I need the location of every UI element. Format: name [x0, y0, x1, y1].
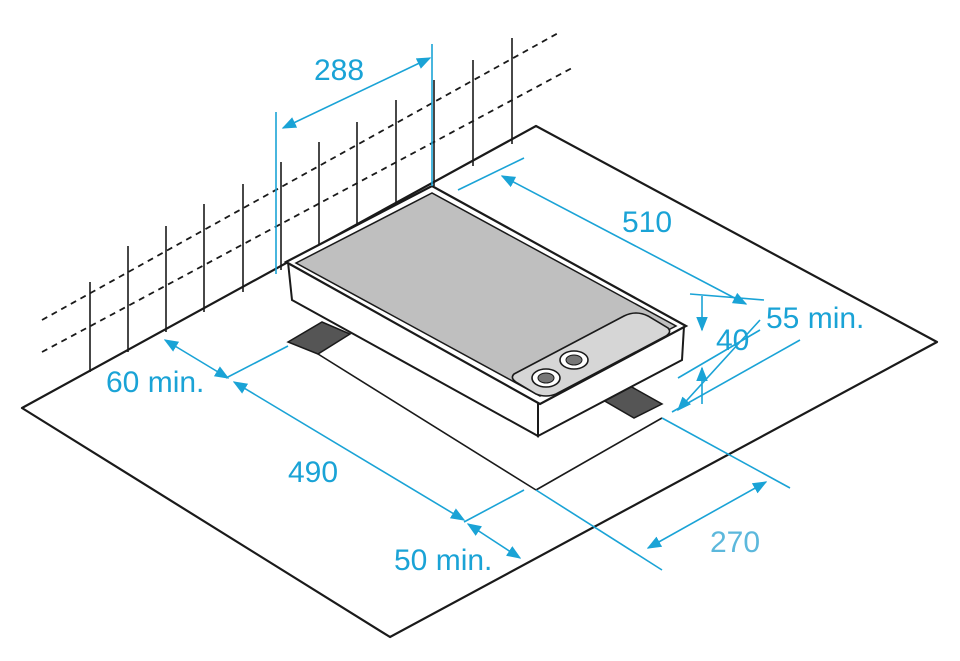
dim-clearance-left: 60 min. [106, 366, 204, 399]
cooktop [283, 184, 689, 438]
dim-depth: 510 [622, 206, 672, 239]
dim-cutout-length: 490 [288, 456, 338, 489]
dim-width-top: 288 [314, 54, 364, 87]
dimension-lines [163, 44, 801, 571]
dim-cutout-width: 270 [710, 526, 760, 559]
dim-thickness: 40 [716, 324, 749, 357]
dim-clearance-front: 50 min. [394, 544, 492, 577]
dim-clearance-right: 55 min. [766, 302, 864, 335]
knob-right [559, 350, 589, 370]
knob-left [531, 368, 561, 388]
back-wall [41, 31, 573, 372]
